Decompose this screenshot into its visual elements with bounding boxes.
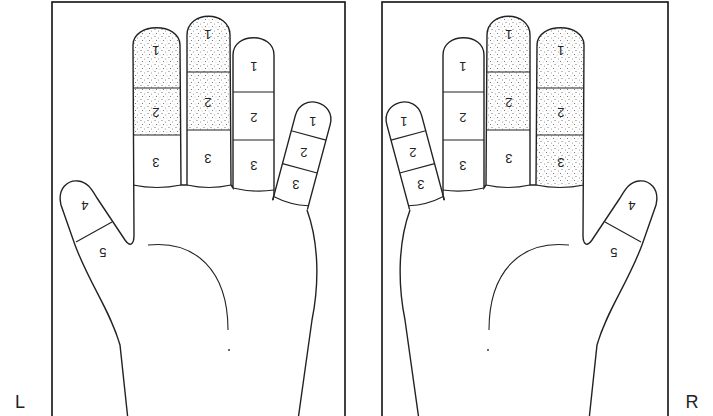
segment-number: 2 [152,106,159,119]
segment-number: 3 [152,156,159,169]
segment-number: 3 [505,152,512,165]
shaded-segments [133,16,230,135]
segment-number: 1 [250,60,257,73]
segment-number: 2 [300,146,307,159]
segment-number: 1 [459,60,466,73]
segment-number: 1 [204,28,211,41]
right-hand-outline [382,16,657,416]
segment-number: 2 [409,146,416,159]
segment-number: 3 [459,159,466,172]
segment-number: 2 [250,111,257,124]
hand-side-label: R [686,393,699,411]
segment-number: 3 [292,178,299,191]
hand-side-label: L [15,393,25,411]
segment-number: 2 [459,111,466,124]
segment-number: 1 [152,44,159,57]
panel-frame [52,2,345,416]
segment-number: 3 [557,156,564,169]
segment-number: 5 [610,246,617,259]
segment-number: 4 [628,199,635,212]
segment-number: 3 [250,159,257,172]
segment-number: 1 [505,28,512,41]
segment-number: 2 [557,106,564,119]
segment-number: 4 [81,199,88,212]
segment-number: 5 [99,246,106,259]
segment-number: 3 [204,152,211,165]
segment-number: 3 [417,178,424,191]
segment-number: 1 [309,115,316,128]
segment-number: 2 [505,96,512,109]
segment-number: 1 [400,115,407,128]
panel-frame [382,2,668,416]
segment-number: 1 [557,44,564,57]
left-hand-outline [60,16,335,416]
segment-number: 2 [204,96,211,109]
